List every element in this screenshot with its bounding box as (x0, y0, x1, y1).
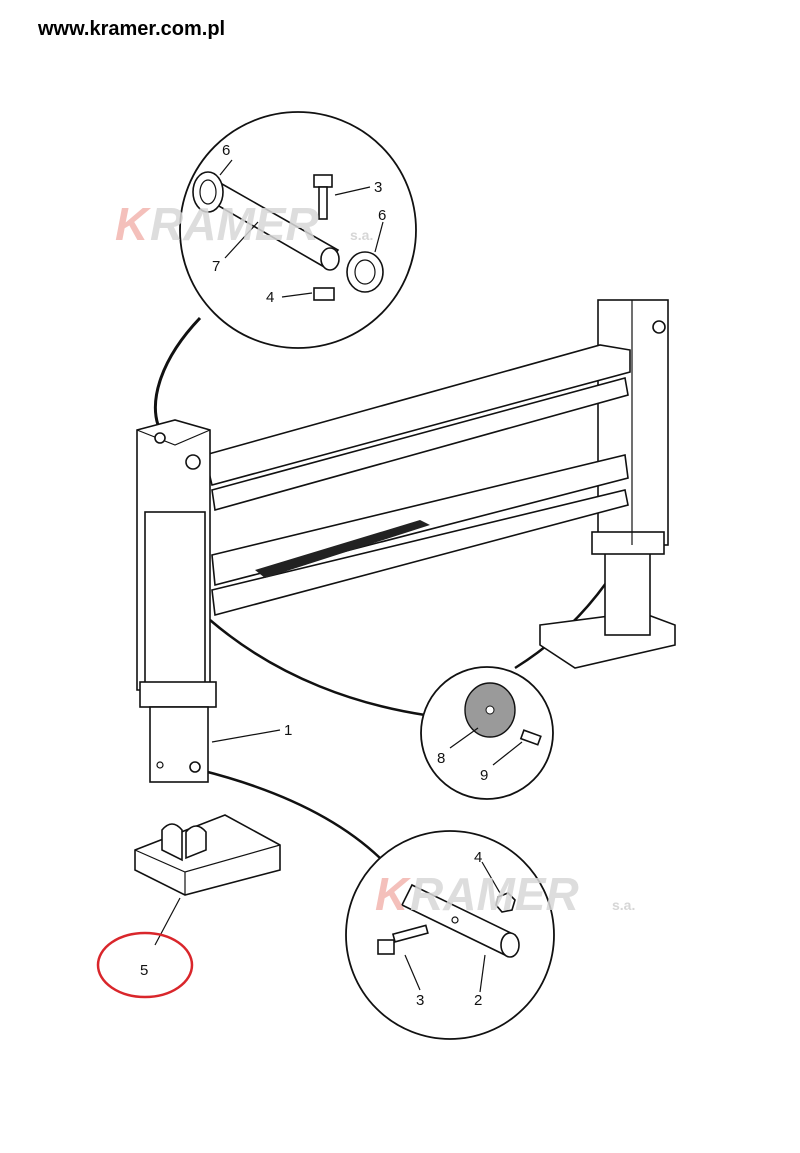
callout-4a: 4 (266, 289, 274, 306)
callout-3b: 3 (416, 992, 424, 1009)
detail-top (179, 111, 417, 349)
callout-7: 7 (212, 258, 220, 275)
watermark-bottom: K RAMER s.a. (375, 868, 635, 920)
watermark-top: K RAMER s.a. (115, 198, 373, 250)
leader-1 (211, 729, 281, 743)
svg-text:RAMER: RAMER (410, 868, 579, 920)
website-url: www.kramer.com.pl (38, 18, 226, 40)
svg-text:s.a.: s.a. (350, 227, 373, 243)
svg-text:RAMER: RAMER (150, 198, 319, 250)
rails (204, 344, 631, 617)
callout-5: 5 (140, 962, 148, 979)
callout-8: 8 (437, 750, 445, 767)
svg-text:K: K (375, 868, 411, 920)
svg-text:s.a.: s.a. (612, 897, 635, 913)
callout-2: 2 (474, 992, 482, 1009)
right-post (539, 299, 676, 669)
leader-top (154, 316, 202, 426)
callout-9: 9 (480, 767, 488, 784)
callout-1: 1 (284, 722, 292, 739)
foot-plate (134, 814, 281, 896)
leader-mid-left (209, 619, 426, 717)
highlight-circle (96, 931, 194, 999)
left-post (136, 419, 217, 783)
leader-bottom (199, 768, 381, 859)
detail-bottom (345, 830, 555, 1040)
svg-text:K: K (115, 198, 151, 250)
callout-6b: 6 (378, 207, 386, 224)
callout-4b: 4 (474, 849, 482, 866)
leader-5 (154, 897, 181, 946)
callout-6a: 6 (222, 142, 230, 159)
callout-3a: 3 (374, 179, 382, 196)
detail-mid (420, 666, 554, 800)
